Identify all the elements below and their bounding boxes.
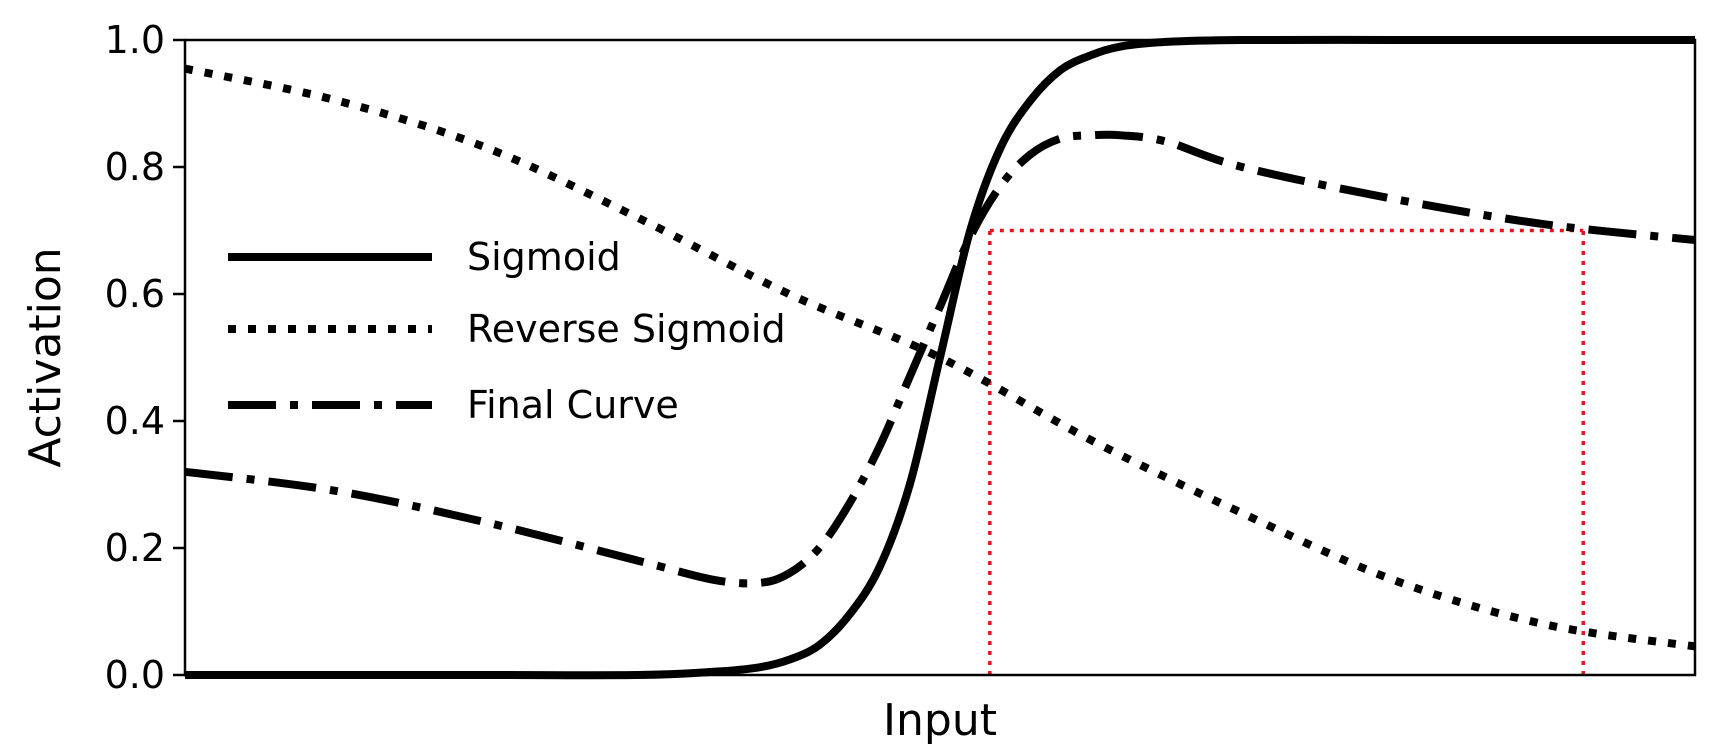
legend-label: Sigmoid bbox=[467, 235, 621, 279]
y-tick-label: 0.8 bbox=[105, 145, 165, 189]
y-axis: 0.0 0.2 0.4 0.6 0.8 1.0 bbox=[105, 18, 185, 697]
x-axis-title: Input bbox=[883, 695, 997, 746]
y-tick-label: 0.2 bbox=[105, 526, 165, 570]
legend-label: Reverse Sigmoid bbox=[467, 307, 786, 351]
y-tick-label: 0.0 bbox=[105, 653, 165, 697]
series-line-reverse-sigmoid bbox=[184, 64, 1696, 651]
y-tick-label: 1.0 bbox=[105, 18, 165, 62]
series-group bbox=[184, 35, 1696, 680]
y-axis-title: Activation bbox=[20, 247, 71, 467]
series-line-final-curve bbox=[184, 130, 1696, 588]
y-tick-label: 0.6 bbox=[105, 272, 165, 316]
legend-label: Final Curve bbox=[467, 383, 679, 427]
annotation-group bbox=[988, 228, 1586, 675]
series-line-sigmoid bbox=[184, 35, 1695, 680]
plot-frame bbox=[183, 38, 1697, 677]
y-tick-label: 0.4 bbox=[105, 399, 165, 443]
